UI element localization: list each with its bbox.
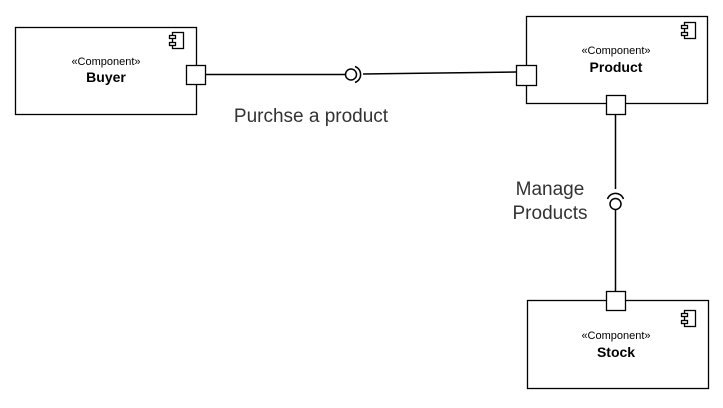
purchase-interface-label: Purchse a product	[234, 106, 389, 127]
buyer-component[interactable]: «Component» Buyer	[14, 26, 198, 116]
manage-interface-label-line2: Products	[513, 203, 588, 224]
provided-interface-ball	[609, 197, 622, 211]
product-component[interactable]: «Component» Product	[525, 15, 709, 105]
component-icon	[680, 309, 697, 328]
manage-interface-label-line1: Manage	[516, 179, 585, 200]
manage-interface-connector[interactable]	[606, 114, 625, 292]
provided-interface-ball	[344, 68, 358, 81]
product-stereotype: «Component»	[581, 45, 650, 57]
product-name: Product	[590, 59, 643, 75]
buyer-stereotype: «Component»	[71, 56, 140, 68]
stock-component[interactable]: «Component» Stock	[526, 299, 710, 390]
component-icon	[168, 31, 185, 50]
stock-top-port[interactable]	[605, 290, 627, 312]
product-left-port[interactable]	[515, 64, 538, 87]
required-interface-socket	[354, 65, 362, 84]
component-icon	[680, 21, 697, 40]
stock-name: Stock	[597, 344, 635, 360]
required-interface-socket	[606, 192, 625, 200]
product-bottom-port[interactable]	[605, 94, 627, 116]
purchase-interface-connector[interactable]	[205, 65, 517, 84]
buyer-name: Buyer	[86, 69, 126, 85]
stock-stereotype: «Component»	[581, 330, 650, 342]
buyer-port[interactable]	[185, 64, 207, 86]
